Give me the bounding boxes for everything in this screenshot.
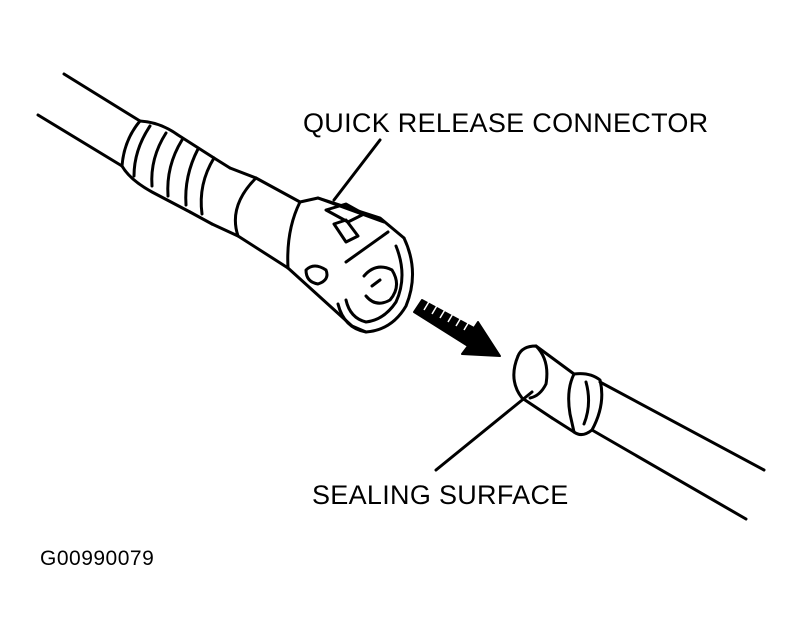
figure-id-label: G00990079 xyxy=(40,547,155,570)
left-fuel-hose xyxy=(36,72,302,270)
right-fuel-tube xyxy=(512,344,766,521)
connector-label: QUICK RELEASE CONNECTOR xyxy=(303,108,709,138)
connector-leader-line xyxy=(332,138,382,202)
sealing-leader-line xyxy=(434,390,534,472)
direction-arrow-icon xyxy=(413,299,501,357)
quick-release-connector xyxy=(286,196,415,334)
sealing-surface-label: SEALING SURFACE xyxy=(312,480,569,510)
